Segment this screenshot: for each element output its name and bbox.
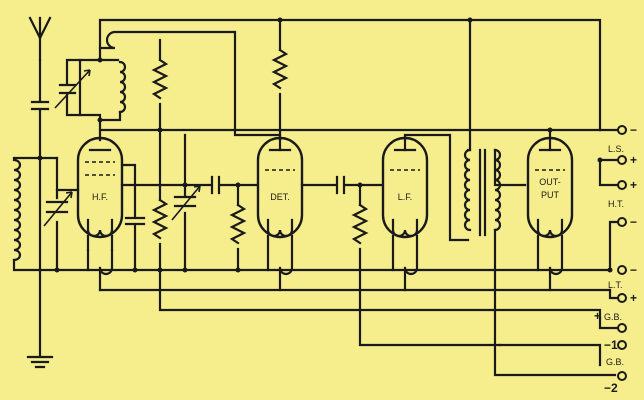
- tuning-capacitor-2: [171, 133, 201, 272]
- ht-label: H.T.: [608, 199, 624, 209]
- lt-plus-symbol: +: [630, 291, 637, 305]
- ls-minus-symbol: −: [630, 123, 637, 137]
- lt-minus-symbol: −: [630, 263, 637, 277]
- ht-plus-symbol: +: [630, 178, 637, 192]
- junction-dots: [37, 17, 613, 273]
- lf-valve: L.F.: [381, 136, 429, 276]
- earth-icon: [26, 355, 54, 369]
- lt-terminals: − L.T. +: [608, 263, 637, 305]
- gb-minus1-terminal[interactable]: [617, 340, 627, 350]
- aerial-capacitor: [30, 58, 50, 357]
- detector-valve: DET.: [256, 136, 304, 276]
- ls-plus-symbol: +: [630, 153, 637, 167]
- anode-resistor-det: [271, 18, 289, 142]
- gb-plus-terminal[interactable]: [617, 323, 627, 333]
- valve-label-hf: H.F.: [92, 192, 108, 202]
- ht-minus-terminal[interactable]: [617, 217, 627, 227]
- ls-label: L.S.: [608, 144, 624, 154]
- ht-plus-terminal[interactable]: [617, 180, 627, 190]
- ht-minus-symbol: −: [630, 215, 637, 229]
- aerial-coil: [12, 156, 42, 272]
- valve-label-out-1: OUT-: [539, 177, 561, 187]
- grid-capacitor-2: [300, 175, 387, 195]
- gb-terminals: + G.B. −1 G.B. −2: [594, 309, 627, 395]
- lt-minus-terminal[interactable]: [617, 265, 627, 275]
- ls-terminals: − L.S. +: [598, 123, 637, 167]
- valve-label-out-2: PUT: [541, 190, 560, 200]
- valve-label-lf: L.F.: [398, 192, 413, 202]
- lt-plus-terminal[interactable]: [617, 293, 627, 303]
- output-valve: OUT- PUT: [526, 136, 574, 276]
- hf-valve: H.F.: [55, 136, 124, 252]
- valve-label-det: DET.: [270, 192, 290, 202]
- lf-transformer: [463, 18, 617, 377]
- gb-minus1-symbol: −1: [604, 338, 618, 352]
- gb-plus-symbol: +: [594, 309, 601, 323]
- ls-minus-terminal[interactable]: [617, 125, 627, 135]
- grid-leak-resistor-1: [229, 183, 247, 272]
- aerial-icon: [28, 16, 52, 62]
- decoupling-capacitor-1: [120, 163, 146, 272]
- tuning-capacitor-1: [38, 156, 73, 272]
- ht-terminals: + H.T. −: [598, 158, 637, 272]
- gb-rail: [158, 268, 602, 320]
- gb-minus2-symbol: −2: [604, 381, 618, 395]
- lt-positive-rail: [98, 268, 612, 292]
- lt-label: L.T.: [608, 280, 623, 290]
- grid-leak-resistor-2: [351, 183, 502, 347]
- anode-tuning-circuit: [54, 18, 602, 142]
- ht-bias-resistor-1: [151, 38, 169, 272]
- coupling-coil: [98, 30, 282, 137]
- gb-label-1: G.B.: [604, 312, 622, 322]
- ls-plus-terminal[interactable]: [617, 155, 627, 165]
- gb-minus2-terminal[interactable]: [617, 371, 627, 381]
- gb-label-2: G.B.: [606, 357, 624, 367]
